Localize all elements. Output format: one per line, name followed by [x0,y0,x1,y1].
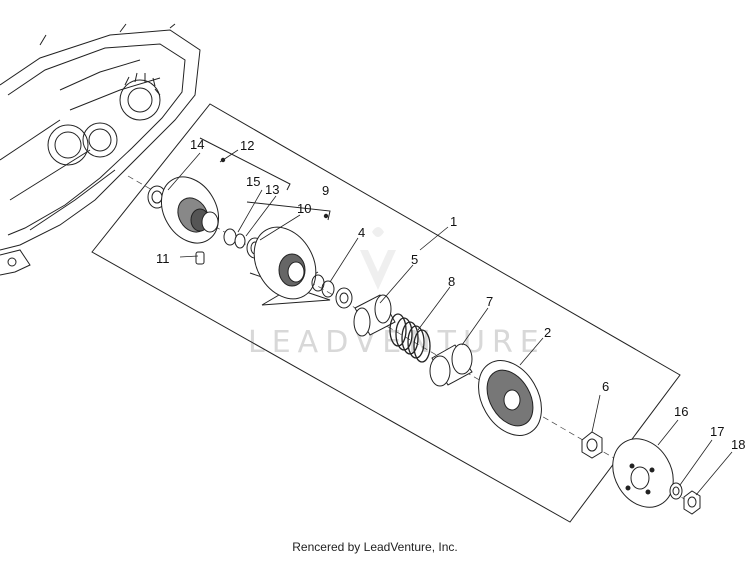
callout-5: 5 [411,252,418,267]
crankcase-housing [0,23,201,276]
callout-11: 11 [156,251,170,266]
callout-10: 10 [297,201,311,216]
part-clutch-bell-16 [612,438,674,508]
watermark-logo [360,227,396,290]
callout-16: 16 [674,404,688,419]
callout-13: 13 [265,182,279,197]
callout-17: 17 [710,424,724,439]
callout-1: 1 [450,214,457,229]
callout-15: 15 [246,174,260,189]
part-sleeve-5 [353,294,396,337]
part-cap-7 [429,343,473,387]
leader-lines [167,149,733,496]
part-ring-15-13 [223,228,246,249]
part-o-rings-4 [311,274,335,298]
part-washer-17 [669,482,683,500]
part-clutch-2 [478,360,542,436]
callout-7: 7 [486,294,493,309]
callout-9: 9 [322,183,329,198]
callout-4: 4 [358,225,365,240]
part-seal [335,287,353,309]
part-nut-6 [581,431,603,459]
reference-dot-12 [220,157,226,163]
callout-2: 2 [544,325,551,340]
part-pin-11 [195,251,205,265]
credit-text: Rencered by LeadVenture, Inc. [292,540,458,554]
part-nut-18 [683,490,701,515]
callout-18: 18 [731,437,745,452]
callout-6: 6 [602,379,609,394]
part-spring-8 [389,313,431,363]
callout-8: 8 [448,274,455,289]
part-drive-plate-12 [160,176,220,244]
callout-14: 14 [190,137,204,152]
assembly-box-outline [91,103,681,523]
reference-dot-9 [323,213,329,219]
callout-12: 12 [240,138,254,153]
part-driven-plate-9 [253,226,317,300]
